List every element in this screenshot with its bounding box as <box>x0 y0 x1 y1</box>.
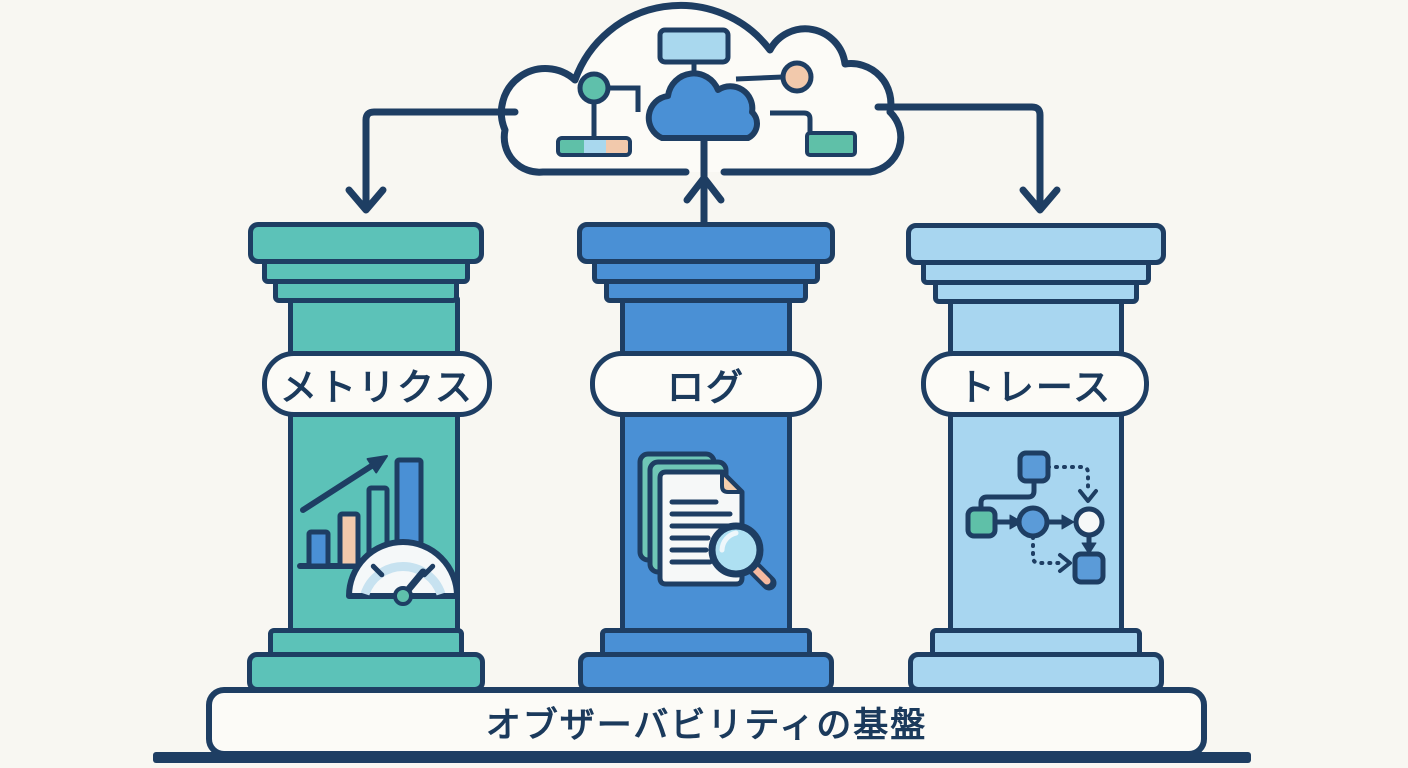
cloud-teal-node-icon <box>577 71 611 105</box>
pillar-metrics-label: メトリクス <box>280 366 474 409</box>
trace-flow-map-icon <box>965 450 1106 585</box>
foundation-label: オブザーバビリティの基盤 <box>485 705 928 746</box>
metrics-gauge-chart-icon <box>297 455 460 606</box>
log-documents-search-icon <box>637 451 777 591</box>
inner-cloud-icon <box>645 70 760 141</box>
pillar-traces-label-pill: トレース <box>921 351 1149 417</box>
arrow-cloud-to-metrics <box>345 108 519 214</box>
pillar-logs-base-tier2 <box>578 652 834 692</box>
arrow-cloud-to-traces <box>874 103 1061 214</box>
pillar-traces-label: トレース <box>957 366 1113 409</box>
foundation-block: オブザーバビリティの基盤 <box>206 687 1207 757</box>
arrow-logs-to-cloud <box>683 136 725 226</box>
pillar-traces-base-tier2 <box>908 652 1164 692</box>
pillar-traces-capital-tier1 <box>906 223 1166 265</box>
cloud-peach-node-icon <box>780 60 814 94</box>
ground-line <box>153 752 1251 763</box>
cloud-server-node-icon <box>657 27 731 65</box>
cloud-network-icon <box>497 1 905 176</box>
pillar-logs-label-pill: ログ <box>590 351 822 417</box>
pillar-metrics-label-pill: メトリクス <box>262 351 492 417</box>
pillar-metrics-capital-tier1 <box>248 222 484 264</box>
pillar-logs-label: ログ <box>667 366 745 409</box>
cloud-status-bar-icon <box>556 136 632 157</box>
pillar-metrics-base-tier2 <box>247 652 485 692</box>
pillar-logs-capital-tier1 <box>577 222 835 264</box>
cloud-chip-icon <box>805 131 857 157</box>
